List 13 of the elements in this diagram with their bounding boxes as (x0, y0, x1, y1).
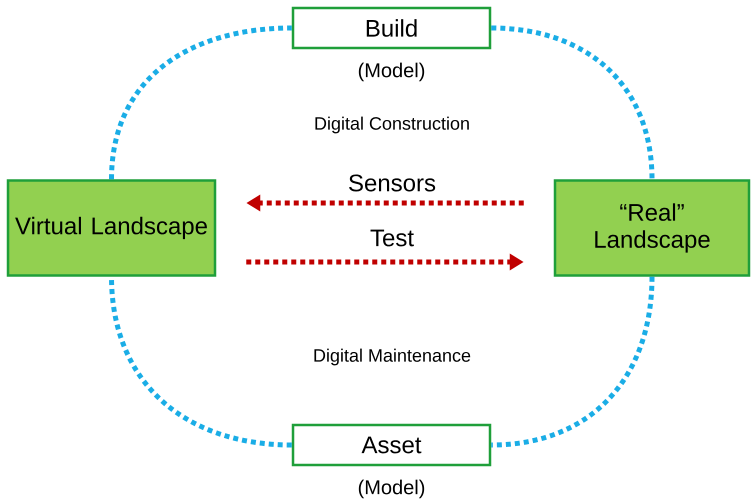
edge-label: Sensors (346, 174, 438, 192)
stage-box: Build (292, 6, 492, 50)
dotted-arc (491, 276, 654, 448)
dotted-arc (491, 26, 654, 180)
beside-text: (Model) (358, 480, 424, 498)
stage-box: Asset (292, 424, 492, 466)
edge-label: Test (369, 228, 415, 248)
landscape-box: “Real” Landscape (554, 179, 750, 277)
beside-text: (Model) (358, 62, 424, 82)
phase-label: Digital Construction (312, 116, 472, 134)
phase-label: Digital Maintenance (312, 348, 472, 366)
landscape-box: Virtual Landscape (6, 179, 216, 277)
dotted-arc (109, 26, 292, 180)
